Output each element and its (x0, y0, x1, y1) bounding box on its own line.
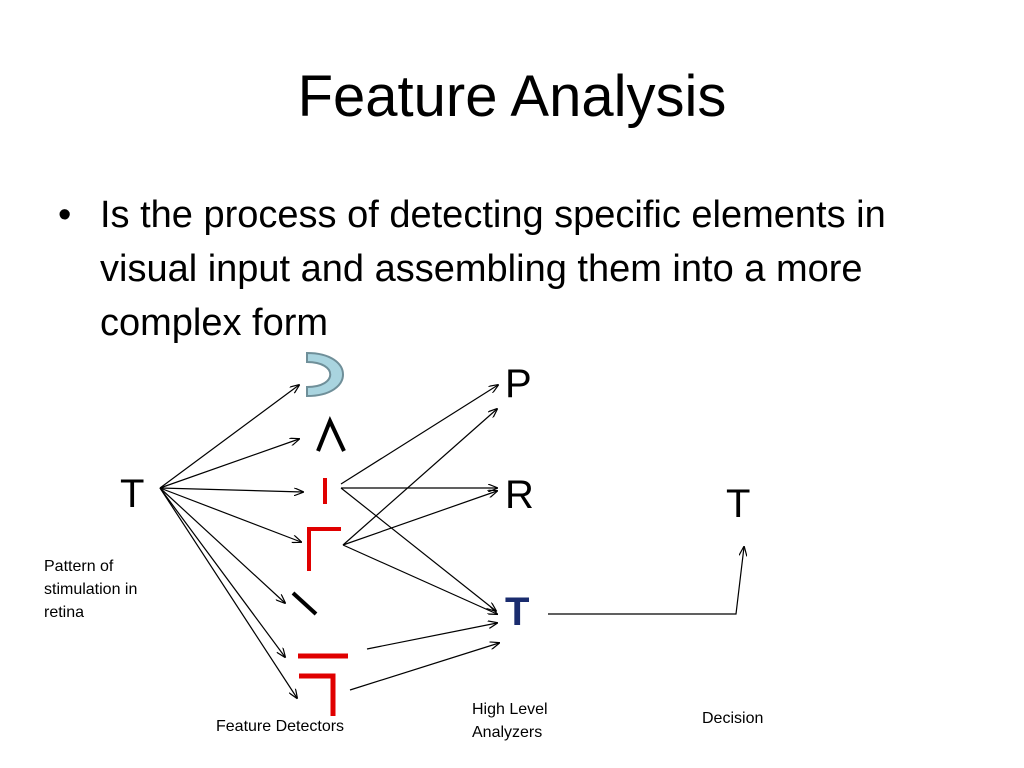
stimulus-letter: T (120, 472, 145, 516)
slide-title: Feature Analysis (297, 64, 727, 129)
analyzer-to-decision-arrow (548, 547, 744, 615)
analyzers-caption: High Level Analyzers (472, 701, 548, 741)
corner-feature-icon (307, 527, 341, 571)
feature-detectors-caption: Feature Detectors (216, 718, 345, 735)
bullet-text: Is the process of detecting specific ele… (100, 194, 886, 344)
bullet-marker: • (58, 194, 72, 236)
stimulus-to-detectors-arrows (159, 385, 303, 698)
curve-feature-icon (306, 351, 344, 398)
stimulus-caption: Pattern of stimulation in retina (44, 558, 138, 621)
decision-letter: T (726, 482, 751, 526)
analyzer-r: R (505, 473, 534, 517)
diagonal-line-feature-icon (291, 591, 318, 616)
top-right-corner-feature-icon (299, 673, 336, 716)
analyzer-t: T (505, 590, 530, 634)
decision-caption: Decision (702, 710, 764, 727)
caret-feature-icon (316, 415, 346, 452)
analyzer-p: P (505, 362, 532, 406)
detectors-to-analyzers-arrows (340, 385, 499, 691)
